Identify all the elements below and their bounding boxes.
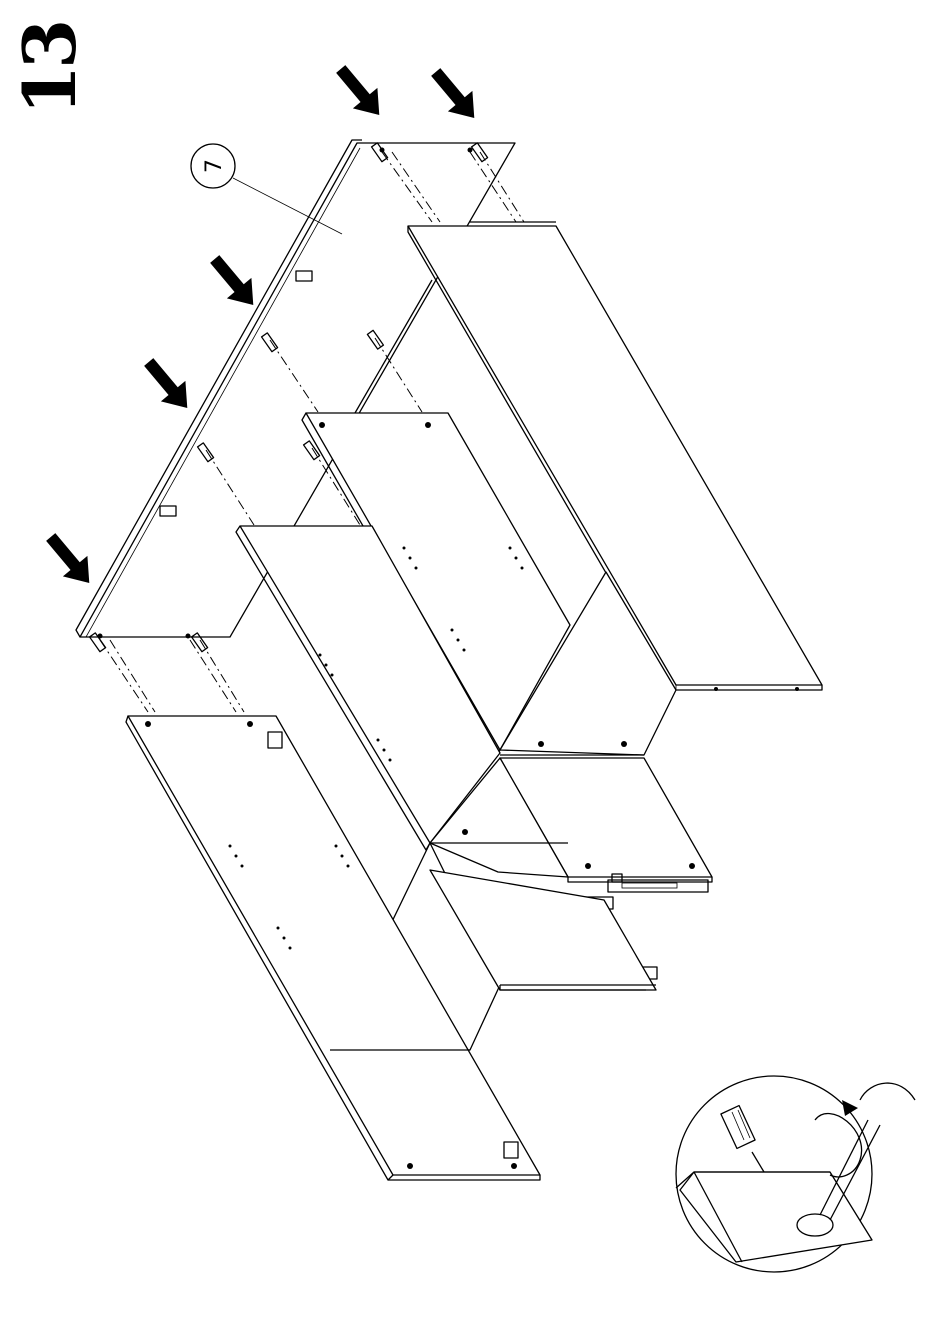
detail-inset bbox=[676, 1076, 915, 1272]
push-arrow-icon bbox=[136, 352, 199, 419]
push-arrow-icon bbox=[423, 62, 486, 129]
push-arrow-icon bbox=[328, 59, 391, 126]
callout-number: 7 bbox=[202, 159, 227, 173]
screw-icon bbox=[721, 1106, 764, 1172]
push-arrow-icon bbox=[202, 249, 265, 316]
push-arrow-icon bbox=[38, 527, 101, 594]
